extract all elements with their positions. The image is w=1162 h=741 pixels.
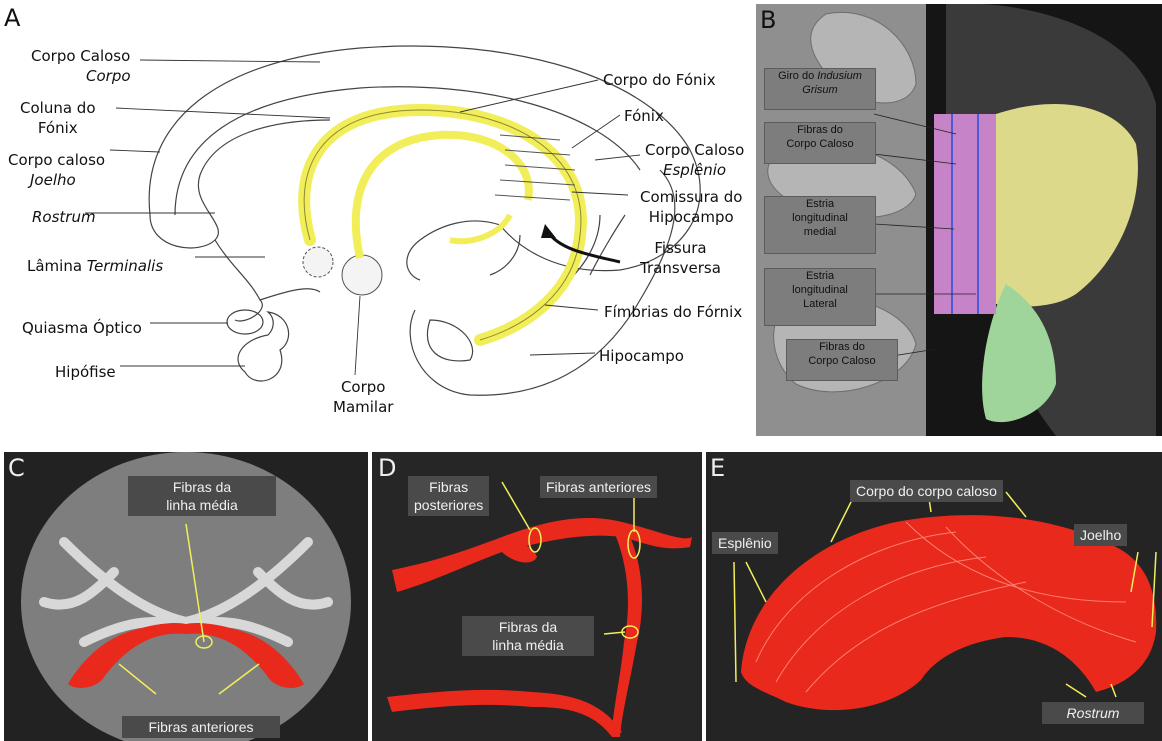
box-text: medial [804, 226, 836, 238]
box-text: Fibras do [819, 341, 865, 353]
label-text: Fónix [38, 119, 78, 137]
label-corpo-do-fornix: Corpo do Fónix [603, 70, 716, 90]
box-text: Fibras do [797, 124, 843, 136]
label-comissura-hipocampo: Comissura do Hipocampo [640, 187, 742, 227]
label-text: Lâmina [27, 257, 87, 275]
box-text: Corpo Caloso [808, 355, 875, 367]
box-text: Fibras da [499, 619, 557, 635]
panel-b-letter: B [760, 6, 776, 34]
label-coluna-fornix: Coluna do Fónix [20, 98, 96, 138]
box-joelho: Joelho [1074, 524, 1127, 546]
label-text: Corpo [341, 378, 386, 396]
label-quiasma-optico: Quiasma Óptico [22, 318, 142, 338]
label-text: Mamilar [333, 398, 393, 416]
label-text: Corpo caloso [8, 151, 105, 169]
label-text: Transversa [640, 259, 721, 277]
label-text: Coluna do [20, 99, 96, 117]
panel-a-letter: A [4, 4, 20, 32]
label-corpo-caloso-corpo: Corpo Caloso Corpo [31, 46, 131, 86]
panel-a: A Corpo Caloso Corpo Coluna do Fónix Cor… [0, 0, 755, 440]
anterior-commissure-circle [303, 247, 333, 277]
label-lamina-terminalis: Lâmina Terminalis [27, 256, 163, 276]
label-text: Fissura [654, 239, 706, 257]
box-text: longitudinal [792, 212, 848, 224]
box-estria-medial: Estria longitudinal medial [764, 196, 876, 254]
box-estria-lateral: Estria longitudinal Lateral [764, 268, 876, 326]
label-text-italic: Esplênio [663, 161, 726, 179]
panel-e: E Corpo do corpo caloso Esplênio Joelho … [706, 452, 1162, 741]
box-text: linha média [166, 497, 238, 513]
box-fibras-anteriores-d: Fibras anteriores [540, 476, 657, 498]
label-text: Corpo Caloso [31, 47, 130, 65]
box-fibras-posteriores: Fibras posteriores [408, 476, 489, 516]
fornix-crus [450, 215, 510, 241]
box-text-italic: Grisum [802, 84, 837, 96]
label-corpo-caloso-joelho: Corpo caloso Joelho [8, 150, 105, 190]
panel-e-letter: E [710, 454, 725, 482]
box-text: Giro do [778, 70, 817, 82]
label-hipocampo: Hipocampo [599, 346, 684, 366]
box-fibras-linha-media: Fibras da linha média [128, 476, 276, 516]
fornix-inner-arc [356, 135, 529, 258]
fornix-arc [304, 110, 581, 340]
box-fibras-corpo-caloso-1: Fibras do Corpo Caloso [764, 122, 876, 164]
label-text: Comissura do [640, 188, 742, 206]
panel-b: B Giro do Indusium Grisum Fibras do Corp… [756, 4, 1162, 436]
label-hipofise: Hipófise [55, 362, 116, 382]
label-rostrum: Rostrum [32, 207, 96, 227]
box-text: linha média [492, 637, 564, 653]
box-text: Estria [806, 270, 834, 282]
label-text: Hipocampo [649, 208, 734, 226]
box-text: longitudinal [792, 284, 848, 296]
box-text: Lateral [803, 298, 837, 310]
box-rostrum: Rostrum [1042, 702, 1144, 724]
mamillary-body-circle [342, 255, 382, 295]
label-text: Corpo Caloso [645, 141, 744, 159]
box-fibras-linha-media-d: Fibras da linha média [462, 616, 594, 656]
label-fornix: Fónix [624, 106, 664, 126]
label-fissura-transversa: Fissura Transversa [640, 238, 721, 278]
panel-d: D Fibras posteriores Fibras anteriores F… [372, 452, 702, 741]
box-text: Fibras da [173, 479, 231, 495]
label-text-italic: Terminalis [87, 257, 163, 275]
box-text: Estria [806, 198, 834, 210]
label-fimbrias-fornix: Fímbrias do Fórnix [604, 302, 742, 322]
panel-c-letter: C [8, 454, 25, 482]
panel-a-leaders [85, 60, 640, 375]
panel-d-letter: D [378, 454, 396, 482]
box-text: posteriores [414, 497, 483, 513]
box-text-italic: Indusium [817, 70, 862, 82]
fissure-arrowhead [541, 224, 556, 238]
box-fibras-anteriores: Fibras anteriores [122, 716, 280, 738]
box-esplenio: Esplênio [712, 532, 778, 554]
box-fibras-corpo-caloso-2: Fibras do Corpo Caloso [786, 339, 898, 381]
box-text: Corpo Caloso [786, 138, 853, 150]
label-corpo-mamilar: Corpo Mamilar [333, 377, 393, 417]
label-corpo-caloso-esplenio: Corpo Caloso Esplênio [645, 140, 744, 180]
box-text: Fibras [429, 479, 468, 495]
box-corpo-do-corpo-caloso: Corpo do corpo caloso [850, 480, 1003, 502]
label-text-italic: Joelho [30, 171, 76, 189]
box-indusium-grisum: Giro do Indusium Grisum [764, 68, 876, 110]
panel-c: C Fibras da linha média Fibras anteriore… [4, 452, 368, 741]
callosal-pink [934, 114, 996, 314]
label-text-italic: Corpo [86, 67, 131, 85]
